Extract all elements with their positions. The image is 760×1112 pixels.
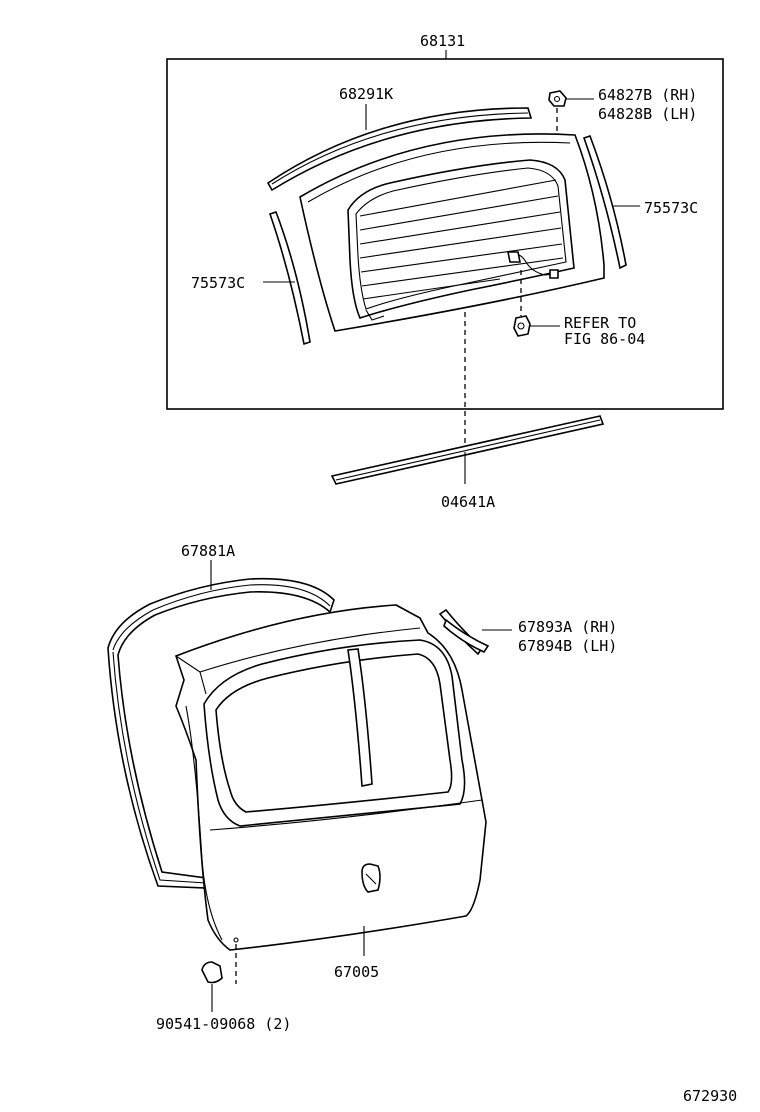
- defroster-grid-lines: [359, 179, 564, 300]
- bolt-part: [201, 937, 239, 1012]
- side-molding-right: [582, 134, 627, 270]
- clip-part: [548, 90, 594, 107]
- label-upper-molding: 68291K: [339, 85, 393, 103]
- label-bolt: 90541-09068 (2): [156, 1015, 291, 1033]
- door-handle: [361, 863, 381, 893]
- defroster-grid-frame: [347, 159, 575, 319]
- side-molding-left: [268, 210, 311, 346]
- label-clip-lh: 64828B (LH): [598, 105, 697, 123]
- label-refer-line1: REFER TO: [564, 314, 636, 332]
- label-side-molding-right: 75573C: [644, 199, 698, 217]
- connector-part: [513, 270, 560, 337]
- door-cover-part: [438, 608, 512, 656]
- label-back-door-panel: 67005: [334, 963, 379, 981]
- label-side-molding-left: 75573C: [191, 274, 245, 292]
- label-cover-lh: 67894B (LH): [518, 637, 617, 655]
- back-door-group: 67881A 67005 67893A (RH) 67894B (LH): [107, 542, 617, 1033]
- label-refer-line2: FIG 86-04: [564, 330, 645, 348]
- window-assembly-box: [166, 58, 724, 410]
- label-lower-molding: 04641A: [441, 493, 495, 511]
- label-weatherstrip: 67881A: [181, 542, 235, 560]
- lower-molding-group: 04641A: [330, 415, 605, 511]
- label-cover-rh: 67893A (RH): [518, 618, 617, 636]
- drawing-number: 672930: [683, 1087, 737, 1105]
- door-window-glass: [215, 653, 453, 813]
- upper-molding: [266, 107, 533, 192]
- window-center-pillar: [347, 648, 373, 787]
- label-clip-rh: 64827B (RH): [598, 86, 697, 104]
- window-assembly-group: 68131 68291K 64827B (RH) 64828B (LH): [166, 32, 724, 410]
- label-window-assembly: 68131: [420, 32, 465, 50]
- weatherstrip: [107, 577, 335, 889]
